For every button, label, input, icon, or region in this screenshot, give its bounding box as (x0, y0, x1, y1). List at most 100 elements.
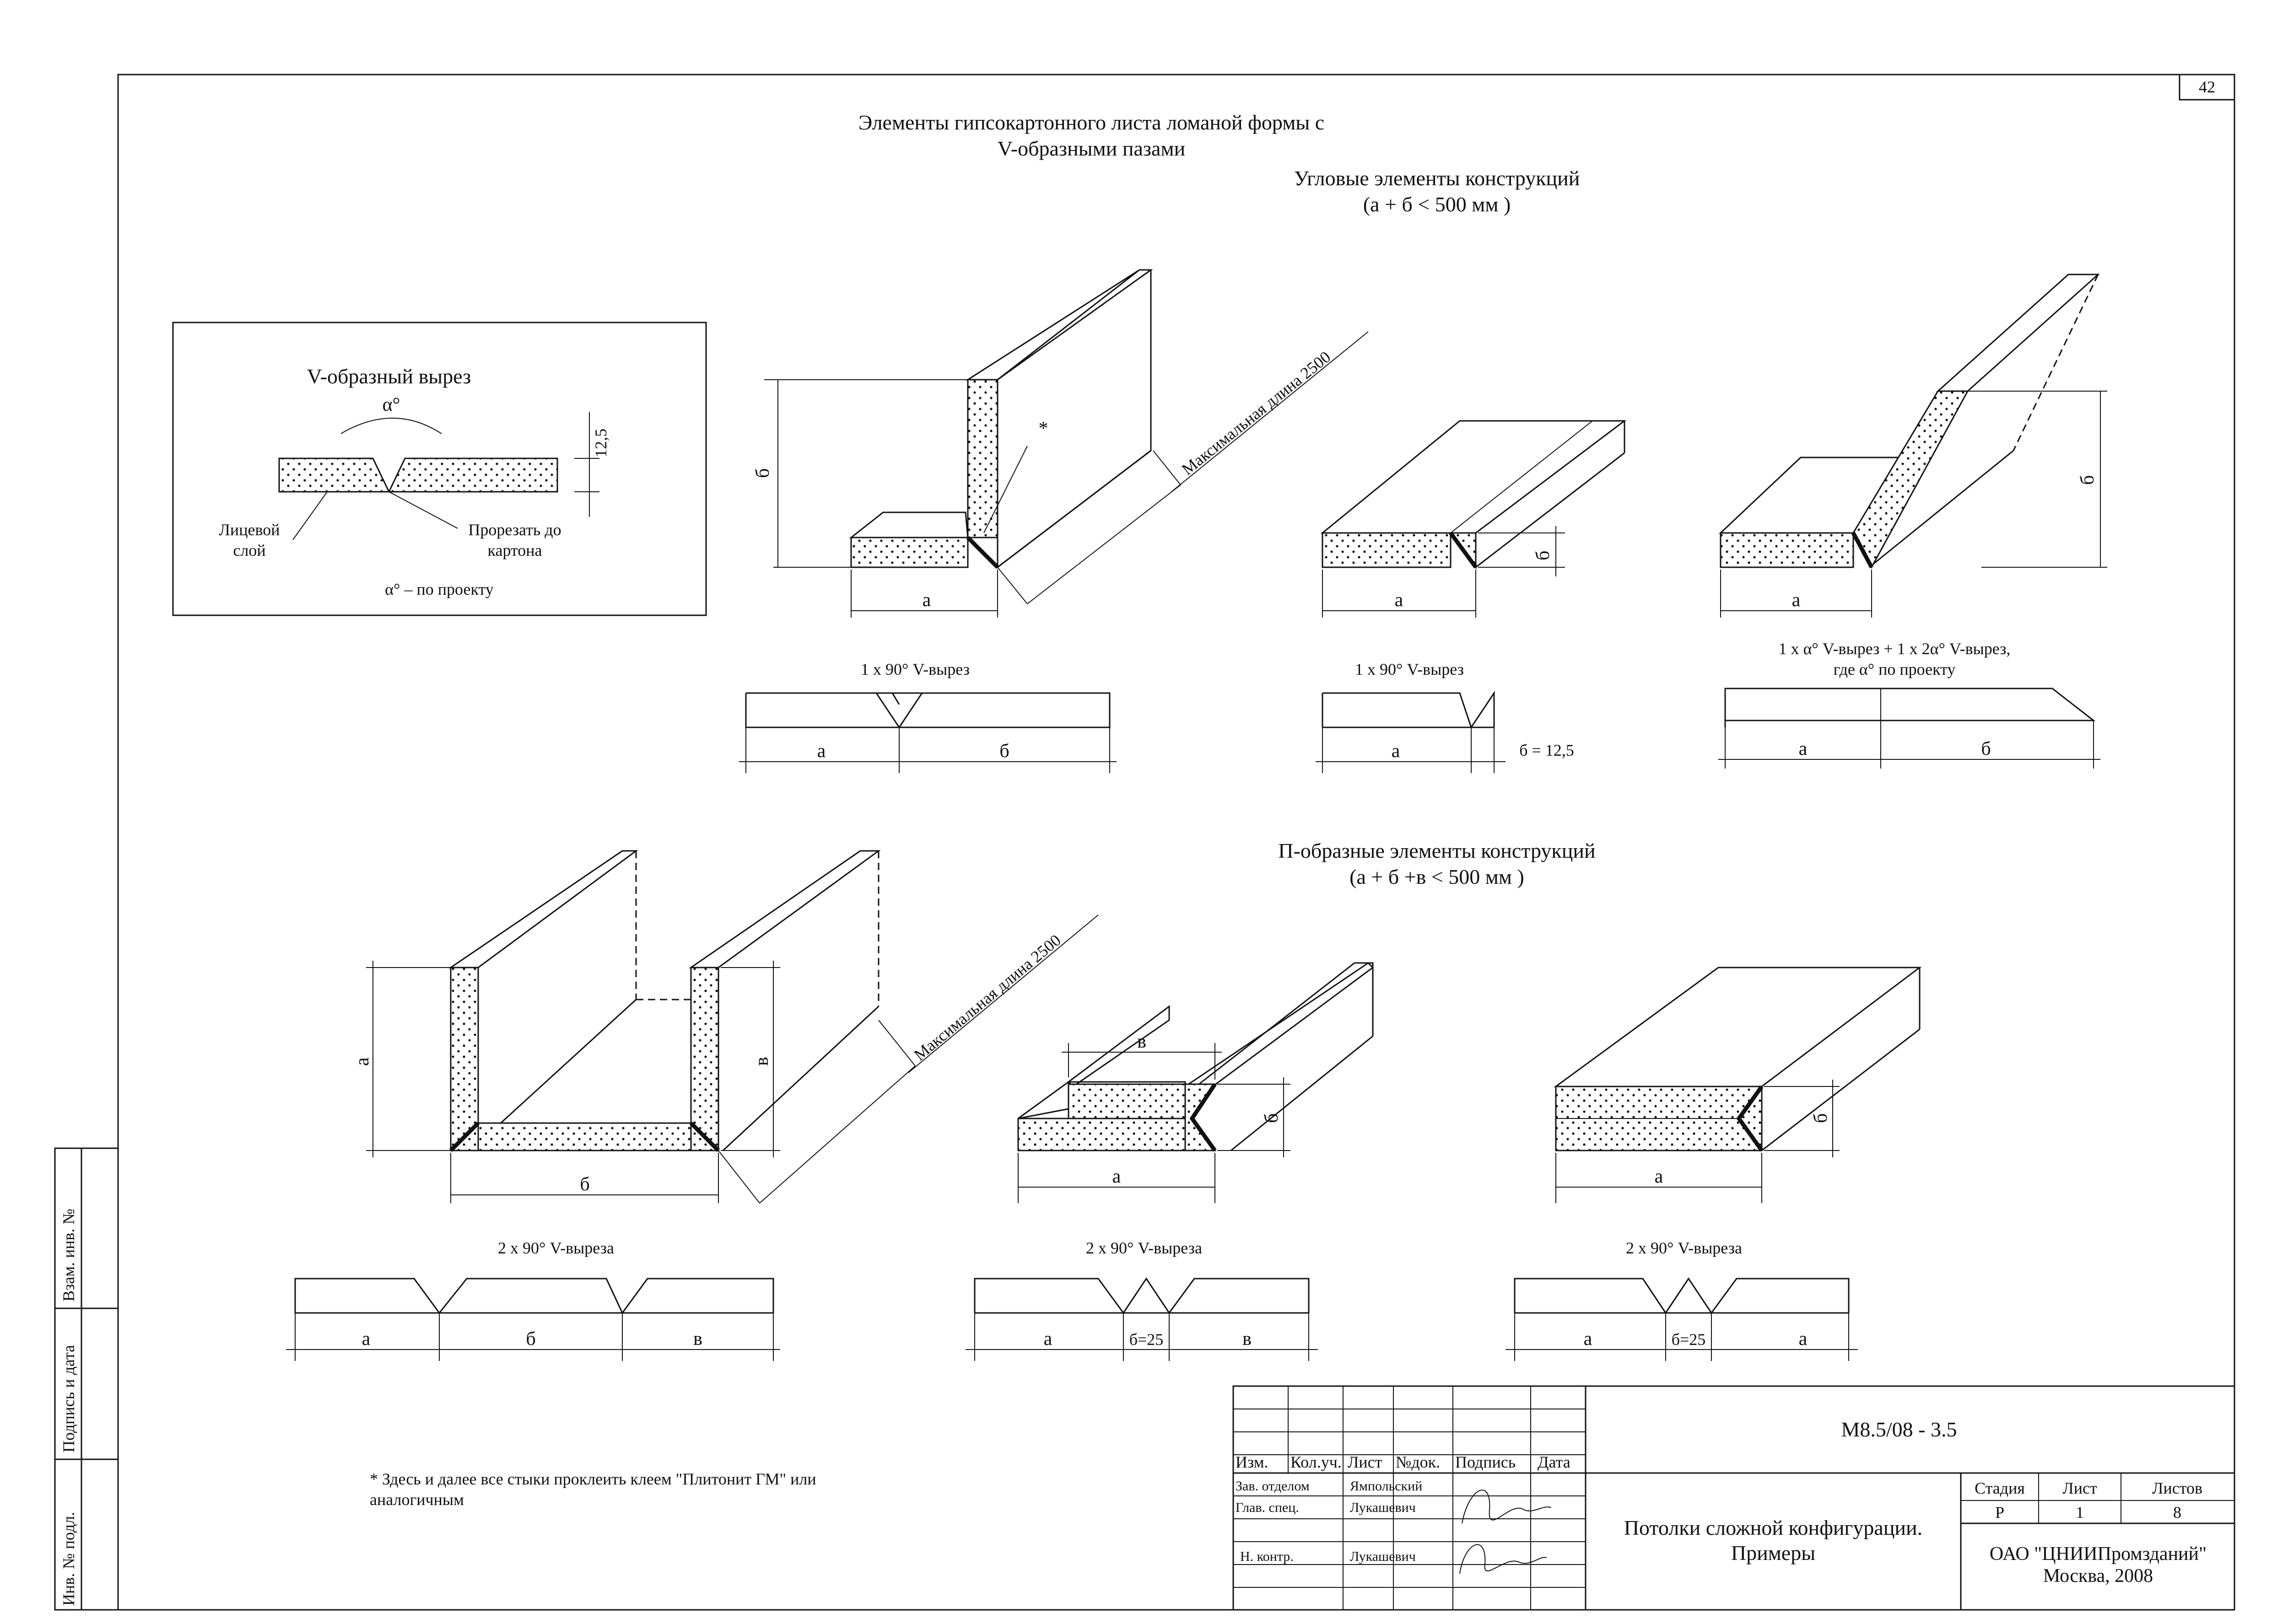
unfold-u2: а б=25 в (966, 1277, 1318, 1361)
unfold-u1-a: а (362, 1328, 371, 1350)
page-number-box (2179, 74, 2235, 101)
tb-col-data: Дата (1538, 1453, 1570, 1471)
dim-b-corner3: б (2077, 475, 2098, 485)
unfold-u3-a2: а (1799, 1328, 1808, 1350)
caption-u2: 2 х 90° V-выреза (1086, 1239, 1202, 1257)
v-cut-angle: α° (383, 394, 400, 415)
unfold-u3-b25: б=25 (1672, 1330, 1706, 1349)
caption-corner3-line1: 1 х α° V-вырез + 1 х 2α° V-вырез, (1779, 640, 2011, 658)
tb-col-izm: Изм. (1236, 1453, 1268, 1471)
org-line2: Москва, 2008 (2043, 1565, 2153, 1586)
signature-1 (1462, 1490, 1552, 1524)
u-element-2: в б а (1017, 962, 1374, 1203)
cut-to-label-2: картона (488, 541, 542, 559)
max-length-label-1: Максимальная длина 2500 (1178, 348, 1334, 479)
signature-2 (1459, 1544, 1547, 1574)
u-section-constraint: (а + б +в < 500 мм ) (1349, 865, 1524, 888)
tb-col-podpis: Подпись (1455, 1453, 1516, 1471)
tb-name1: Ямпольский (1350, 1479, 1422, 1494)
tb-role2: Глав. спец. (1236, 1500, 1299, 1515)
unfold-u2-a: а (1044, 1328, 1052, 1350)
tb-col-kol: Кол.уч. (1290, 1453, 1342, 1471)
unfold1-b: б (999, 741, 1009, 762)
unfold-u2-b25: б=25 (1129, 1330, 1164, 1349)
tb-name3: Лукашевич (1350, 1549, 1416, 1564)
unfold-corner1: а б (739, 692, 1117, 773)
u-element-3: б а (1554, 967, 1922, 1203)
max-length-label-2: Максимальная длина 2500 (910, 931, 1064, 1064)
tb-role1: Зав. отделом (1236, 1479, 1310, 1494)
caption-u3: 2 х 90° V-выреза (1626, 1239, 1742, 1257)
dim-b-u3: б (1810, 1113, 1831, 1123)
unfold-u1: а б в (286, 1278, 780, 1361)
doc-code: М8.5/08 - 3.5 (1841, 1418, 1957, 1441)
u-section-title: П-образные элементы конструкций (1278, 839, 1595, 862)
side-label-podpis-data: Подпись и дата (59, 1345, 78, 1452)
page-number: 42 (2199, 78, 2215, 96)
caption-corner3-line2: где α° по проекту (1834, 660, 1956, 678)
unfold-corner3: а б (1718, 688, 2100, 769)
corner-section-constraint: (а + б < 500 мм ) (1363, 193, 1511, 216)
unfold2-b-12-5: б = 12,5 (1519, 741, 1574, 759)
dim-a-corner1: а (923, 590, 931, 611)
side-label-vzam-inv: Взам. инв. № (59, 1209, 78, 1301)
list-value: 1 (2076, 1503, 2084, 1522)
lists-label: Листов (2152, 1479, 2202, 1497)
corner-element-1: б а * Максимальная длина 2500 (752, 269, 1369, 618)
unfold-u3: а б=25 а (1506, 1277, 1858, 1361)
corner-element-3: б а (1719, 274, 2107, 618)
footnote-line1: * Здесь и далее все стыки проклеить клее… (370, 1470, 816, 1488)
main-title-line1: Элементы гипсокартонного листа ломаной ф… (858, 111, 1324, 134)
dim-a-u3: а (1655, 1166, 1663, 1187)
corner-element-2: б а (1320, 420, 1627, 618)
dim-b-u2: б (1261, 1113, 1282, 1123)
dim-b-corner1: б (752, 468, 773, 478)
unfold3-a: а (1799, 738, 1808, 759)
u-element-1: Максимальная длина 2500 а в б (352, 850, 1099, 1204)
v-cut-title: V-образный вырез (307, 365, 471, 388)
tb-col-list: Лист (1348, 1453, 1382, 1471)
dim-a-u1: а (352, 1057, 373, 1066)
footnote-line2: аналогичным (370, 1490, 464, 1509)
stage-label: Стадия (1975, 1479, 2025, 1497)
unfold-u3-a1: а (1584, 1328, 1592, 1350)
unfold1-a: а (817, 741, 826, 762)
angle-note: α° – по проекту (385, 580, 493, 598)
cut-to-label-1: Прорезать до (468, 521, 561, 539)
lists-value: 8 (2173, 1503, 2181, 1522)
dim-a-corner2: а (1395, 590, 1403, 611)
org-line1: ОАО "ЦНИИПромзданий" (1990, 1543, 2207, 1565)
list-label: Лист (2062, 1479, 2097, 1497)
sheet-name-line2: Примеры (1731, 1541, 1815, 1565)
dim-v-u2: в (1137, 1031, 1146, 1052)
main-title-line2: V-образными пазами (998, 137, 1185, 160)
dim-b-u1: б (580, 1174, 589, 1195)
caption-corner2: 1 х 90° V-вырез (1355, 660, 1464, 678)
corner-section-title: Угловые элементы конструкций (1294, 167, 1580, 190)
tb-col-ndok: №док. (1396, 1453, 1440, 1471)
tb-name2: Лукашевич (1350, 1500, 1416, 1515)
sheet-name-line1: Потолки сложной конфигурации. (1624, 1516, 1922, 1539)
tb-role3: Н. контр. (1240, 1549, 1294, 1564)
side-label-inv-podl: Инв. № подл. (59, 1512, 78, 1606)
side-stamp: Инв. № подл. Подпись и дата Взам. инв. № (54, 1147, 119, 1611)
asterisk-mark: * (1039, 418, 1048, 439)
dim-v-u1: в (751, 1057, 772, 1066)
unfold2-a: а (1392, 741, 1400, 762)
v-cut-thickness: 12,5 (592, 429, 610, 457)
unfold3-b: б (1981, 738, 1991, 759)
caption-u1: 2 х 90° V-выреза (498, 1239, 614, 1257)
unfold-u2-v: в (1242, 1328, 1252, 1350)
dim-a-corner3: а (1792, 590, 1801, 611)
sheet-frame (117, 74, 2235, 1611)
title-block: Изм. Кол.уч. Лист №док. Подпись Дата Зав… (1232, 1385, 2235, 1611)
stage-value: Р (1995, 1503, 2004, 1522)
unfold-corner2: а б = 12,5 (1316, 691, 1574, 773)
unfold-u1-v: в (693, 1328, 702, 1350)
caption-corner1: 1 х 90° V-вырез (861, 660, 970, 678)
dim-a-u2: а (1112, 1166, 1121, 1187)
face-layer-label-2: слой (233, 541, 265, 559)
unfold-u1-b: б (526, 1328, 535, 1350)
face-layer-label-1: Лицевой (219, 521, 280, 539)
